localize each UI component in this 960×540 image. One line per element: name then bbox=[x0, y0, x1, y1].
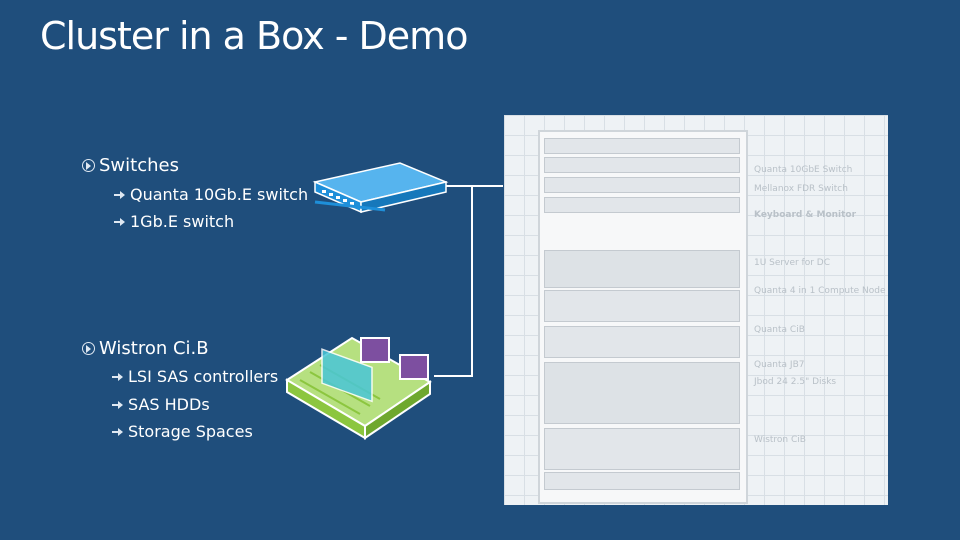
switch-icon bbox=[312, 162, 449, 214]
rack-label: Keyboard & Monitor bbox=[754, 210, 857, 220]
bullet-label: Wistron Ci.B bbox=[99, 338, 209, 359]
bullet-label: Switches bbox=[99, 155, 179, 176]
sub-bullet-label: LSI SAS controllers bbox=[128, 367, 279, 386]
bullet-wistron-cib: Wistron Ci.B bbox=[82, 338, 209, 359]
rack-unit bbox=[544, 326, 740, 358]
rack-unit bbox=[544, 177, 740, 193]
sub-bullet-arrow-icon bbox=[112, 400, 124, 410]
sub-bullet-label: Storage Spaces bbox=[128, 422, 253, 441]
server-rack-panel: Quanta 10GbE Switch Mellanox FDR Switch … bbox=[504, 115, 888, 505]
sub-bullet-lsi-sas: LSI SAS controllers bbox=[112, 367, 278, 386]
bullet-arrow-icon bbox=[82, 342, 95, 355]
sub-bullet-arrow-icon bbox=[114, 190, 126, 200]
sub-bullet-storage-spaces: Storage Spaces bbox=[112, 422, 253, 441]
rack-unit bbox=[544, 250, 740, 288]
sub-bullet-label: SAS HDDs bbox=[128, 395, 210, 414]
server-rack bbox=[538, 130, 748, 504]
sub-bullet-arrow-icon bbox=[114, 217, 126, 227]
cluster-in-a-box-icon bbox=[285, 336, 432, 440]
rack-unit bbox=[544, 362, 740, 424]
sub-bullet-quanta-switch: Quanta 10Gb.E switch bbox=[114, 185, 308, 204]
connector-line bbox=[434, 185, 473, 377]
rack-label: Wistron CiB bbox=[754, 435, 806, 445]
page-title: Cluster in a Box - Demo bbox=[40, 14, 468, 58]
rack-unit bbox=[544, 138, 740, 154]
bullet-arrow-icon bbox=[82, 159, 95, 172]
rack-label: Quanta JB7 bbox=[754, 360, 805, 370]
sub-bullet-arrow-icon bbox=[112, 372, 124, 382]
bullet-switches: Switches bbox=[82, 155, 179, 176]
rack-unit bbox=[544, 472, 740, 490]
sub-bullet-label: Quanta 10Gb.E switch bbox=[130, 185, 309, 204]
rack-label: 1U Server for DC bbox=[754, 258, 830, 268]
rack-label: Jbod 24 2.5" Disks bbox=[754, 377, 837, 387]
rack-unit bbox=[544, 290, 740, 322]
rack-unit bbox=[544, 428, 740, 470]
rack-label: Quanta CiB bbox=[754, 325, 805, 335]
sub-bullet-label: 1Gb.E switch bbox=[130, 212, 235, 231]
rack-unit bbox=[544, 197, 740, 213]
sub-bullet-arrow-icon bbox=[112, 427, 124, 437]
rack-unit bbox=[544, 157, 740, 173]
sub-bullet-sas-hdds: SAS HDDs bbox=[112, 395, 210, 414]
rack-label: Quanta 4 in 1 Compute Node bbox=[754, 286, 886, 296]
rack-label: Quanta 10GbE Switch bbox=[754, 165, 853, 175]
rack-label: Mellanox FDR Switch bbox=[754, 184, 848, 194]
sub-bullet-1gbe-switch: 1Gb.E switch bbox=[114, 212, 234, 231]
